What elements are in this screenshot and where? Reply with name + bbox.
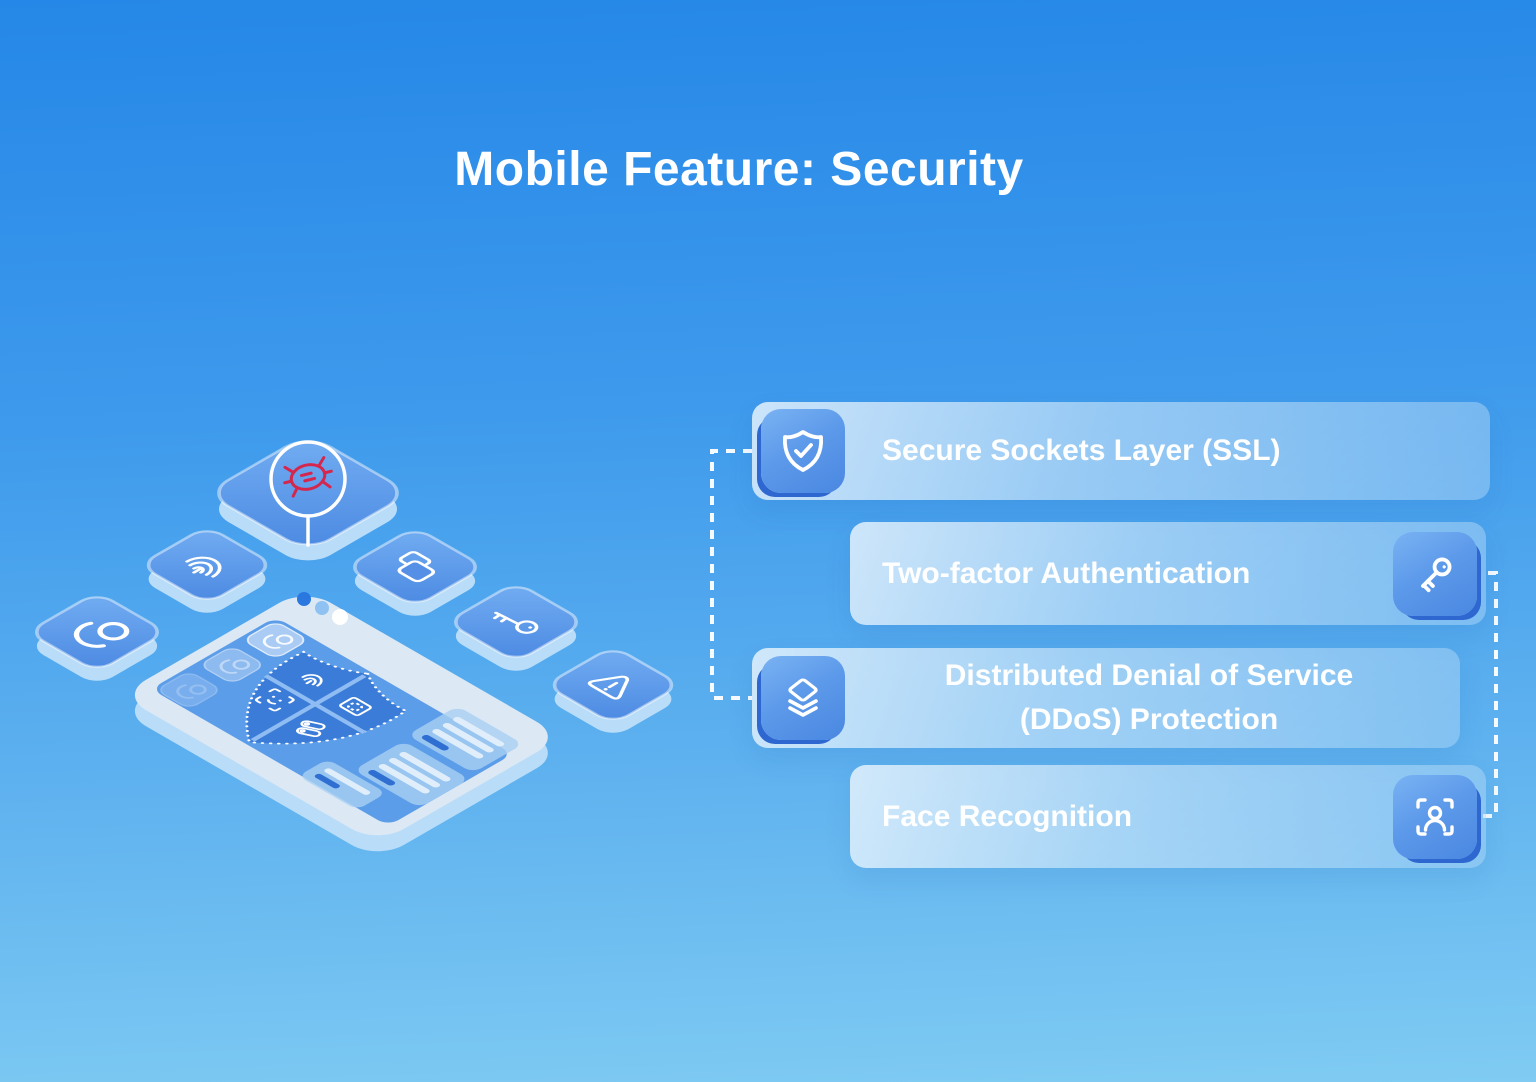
- text-lines-group: [358, 743, 465, 806]
- tile-copy-files: [353, 531, 477, 616]
- card-label-face: Face Recognition: [882, 799, 1133, 833]
- card-label-ddos: Distributed Denial of Service (DDoS) Pro…: [852, 654, 1460, 742]
- tile-warning: [552, 650, 674, 733]
- face-scan-icon: [1393, 774, 1477, 859]
- key-icon: [1393, 531, 1477, 616]
- copy-files-icon: [397, 551, 436, 583]
- layers-icon: [761, 656, 845, 740]
- card-label-ddos-line2: (DDoS) Protection: [1019, 703, 1279, 736]
- connector-left: [710, 449, 752, 700]
- shield-check-icon: [761, 409, 845, 493]
- user-chip: [160, 673, 218, 707]
- text-lines-group: [302, 761, 382, 808]
- security-shield: [245, 650, 408, 745]
- page-title: Mobile Feature: Security: [454, 143, 1024, 197]
- key-icon: [492, 611, 539, 634]
- shield-keys-icon: [296, 720, 326, 738]
- feature-card-2fa: Two-factor Authentication: [850, 522, 1486, 625]
- feature-card-ddos: Distributed Denial of Service (DDoS) Pro…: [752, 648, 1460, 748]
- user-chip: [203, 648, 262, 682]
- tile-key: [454, 586, 578, 671]
- tile-fingerprint: [146, 530, 268, 613]
- card-label-ddos-line1: Distributed Denial of Service: [944, 659, 1354, 692]
- text-lines-group: [412, 708, 519, 771]
- feature-card-face: Face Recognition: [850, 765, 1486, 868]
- shield-face-id-icon: [254, 688, 295, 712]
- bug-scan-icon: [269, 440, 347, 547]
- browser-dots: [297, 592, 348, 625]
- feature-card-ssl: Secure Sockets Layer (SSL): [752, 402, 1490, 500]
- card-label-2fa: Two-factor Authentication: [882, 556, 1251, 590]
- shield-id-card-icon: [339, 697, 372, 716]
- warning-icon: [587, 675, 630, 700]
- tile-bug-scan: [217, 440, 399, 561]
- security-illustration: [35, 440, 674, 852]
- shield-fingerprint-icon: [301, 674, 323, 687]
- tablet-device: [134, 592, 548, 852]
- tile-user: [35, 596, 159, 681]
- fingerprint-icon: [185, 556, 222, 578]
- user-chip: [246, 623, 305, 657]
- card-label-ssl: Secure Sockets Layer (SSL): [882, 434, 1281, 467]
